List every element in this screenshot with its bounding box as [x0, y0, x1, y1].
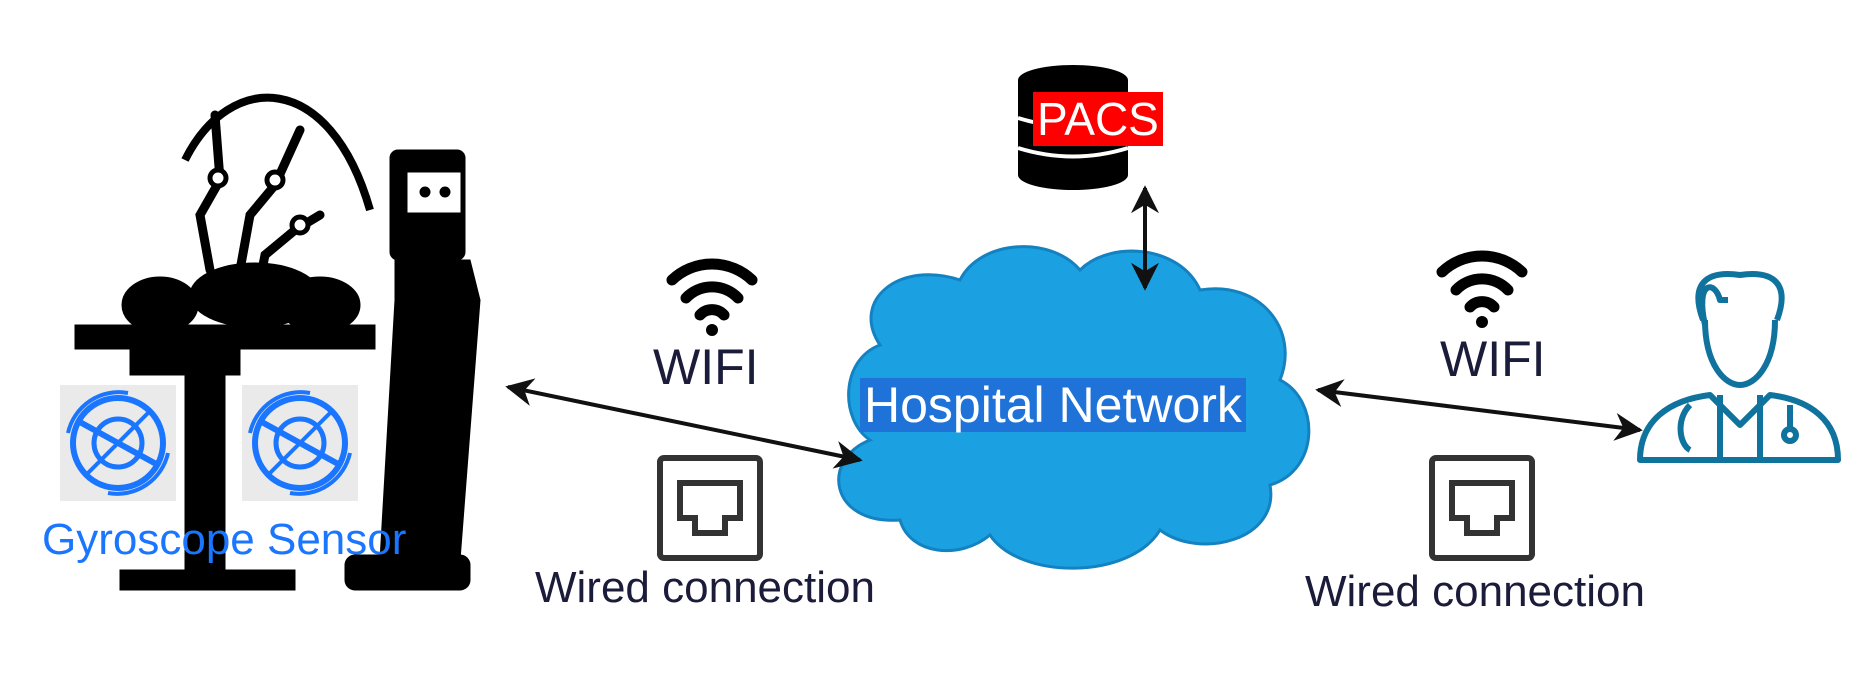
ethernet-port-icon: [657, 455, 763, 561]
left-wifi-label: WIFI: [653, 339, 759, 395]
gyroscope-icon: [242, 385, 358, 501]
right-wired-label: Wired connection: [1305, 567, 1645, 616]
left-wired-label: Wired connection: [535, 563, 875, 612]
gyroscope-sensor-label: Gyroscope Sensor: [42, 515, 407, 564]
wifi-icon: [666, 258, 758, 336]
hospital-network-label: Hospital Network: [860, 378, 1246, 432]
robot-network-arrow: [505, 378, 863, 469]
wifi-icon: [1436, 250, 1528, 328]
doctor-icon: [1637, 271, 1841, 463]
gyroscope-icon: [60, 385, 176, 501]
right-wifi-label: WIFI: [1440, 331, 1546, 387]
ethernet-port-icon: [1429, 455, 1535, 561]
doctor-network-arrow: [1315, 379, 1643, 441]
surgical-robot-icon: [74, 93, 481, 591]
pacs-label: PACS: [1033, 92, 1163, 146]
